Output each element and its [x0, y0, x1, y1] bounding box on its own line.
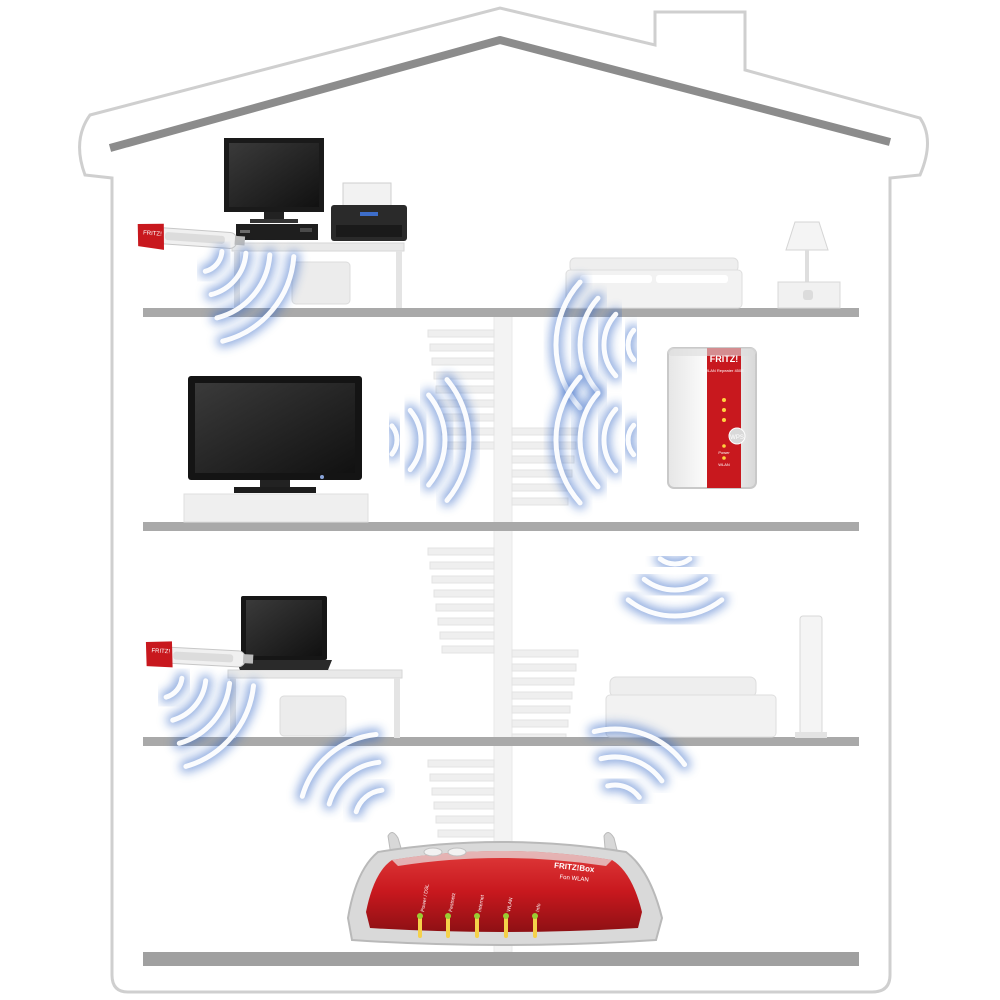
stair-step: [511, 455, 575, 464]
tv-icon: [188, 376, 362, 493]
stair-step: [431, 575, 495, 584]
wifi-signals: [160, 245, 728, 818]
router-led-light: [474, 913, 480, 919]
stair-step: [511, 427, 579, 436]
stair-step: [511, 691, 573, 700]
stair-step: [511, 677, 575, 686]
desk-lower-floor: [227, 669, 403, 738]
wifi-signal-icon: [549, 371, 640, 509]
usb-stick-icon: FRITZ!: [137, 223, 246, 250]
router-icon: FRITZ!Box Fon WLAN: [346, 832, 664, 946]
stair-step: [441, 645, 495, 654]
router-led: [533, 916, 537, 938]
router-led-label: Power / DSL: [420, 883, 431, 912]
router-model-label: Fon WLAN: [559, 874, 589, 883]
router-led-label: WLAN: [506, 897, 514, 913]
router-led-light: [445, 913, 451, 919]
router-led-row: Power / DSL Festnetz Internet WLAN Info: [417, 883, 542, 938]
stair-step: [433, 801, 495, 810]
stair-step: [429, 343, 495, 352]
wifi-signal-icon: [588, 723, 691, 804]
router-led: [475, 916, 479, 938]
stair-step: [427, 759, 495, 768]
router-led-label: Info: [535, 903, 542, 912]
stair-step: [435, 603, 495, 612]
stair-step: [437, 829, 495, 838]
stair-step: [429, 561, 495, 570]
stair-step: [429, 773, 495, 782]
floor-3: [143, 308, 859, 317]
stair-step: [511, 649, 579, 658]
wifi-signal-icon: [385, 373, 475, 507]
stair-step: [431, 357, 495, 366]
floor-2: [143, 522, 859, 531]
stair-step: [511, 705, 571, 714]
router-led: [504, 916, 508, 938]
stair-step: [427, 329, 495, 338]
router-led: [446, 916, 450, 938]
wifi-signal-icon: [622, 552, 728, 623]
stair-step: [435, 385, 495, 394]
router-led: [418, 916, 422, 938]
stair-step: [437, 617, 495, 626]
printer-icon: [331, 182, 407, 241]
repeater-brand-label: FRITZ!: [710, 354, 739, 364]
floors: [143, 308, 859, 966]
usb-brand-label-2: FRITZ!: [151, 648, 170, 655]
stair-step: [511, 719, 569, 728]
stair-step: [433, 371, 495, 380]
stair-step: [511, 497, 569, 506]
floor-1: [143, 737, 859, 746]
stair-step: [435, 815, 495, 824]
repeater-wps-label: WPS: [730, 435, 744, 441]
monitor-icon: [224, 138, 324, 240]
repeater-model-label: WLAN Repeater 450E: [704, 368, 744, 373]
roof-line: [108, 36, 892, 152]
router-brand-label: FRITZ!Box: [554, 861, 596, 874]
router-led-light: [503, 913, 509, 919]
tv-stand: [183, 493, 369, 523]
lamp-icon: [777, 221, 841, 309]
wifi-signal-icon: [296, 728, 388, 818]
speaker-icon: [795, 615, 827, 738]
stair-step: [433, 589, 495, 598]
usb-stick-icon: FRITZ!: [145, 641, 254, 668]
stair-step: [511, 469, 573, 478]
stair-step: [511, 441, 577, 450]
sofa-icon: [565, 257, 743, 309]
wifi-signal-icon: [199, 245, 300, 348]
router-led-label: Festnetz: [448, 892, 457, 912]
router-led-light: [532, 913, 538, 919]
stair-step: [427, 547, 495, 556]
router-led-light: [417, 913, 423, 919]
usb-brand-label: FRITZ!: [143, 230, 162, 237]
stair-step: [431, 787, 495, 796]
sofa-icon: [605, 676, 777, 738]
stair-step: [439, 631, 495, 640]
stair-steps: [427, 329, 579, 866]
ground-floor: [143, 952, 859, 966]
stair-step: [511, 663, 577, 672]
laptop-icon: [236, 596, 332, 670]
repeater-icon: FRITZ! WLAN Repeater 450E WPS Power WLAN: [667, 347, 757, 489]
router-led-label: Internet: [477, 894, 486, 912]
repeater-led-power: Power: [718, 450, 730, 455]
wifi-signal-icon: [160, 672, 260, 773]
repeater-led-wlan: WLAN: [718, 462, 730, 467]
